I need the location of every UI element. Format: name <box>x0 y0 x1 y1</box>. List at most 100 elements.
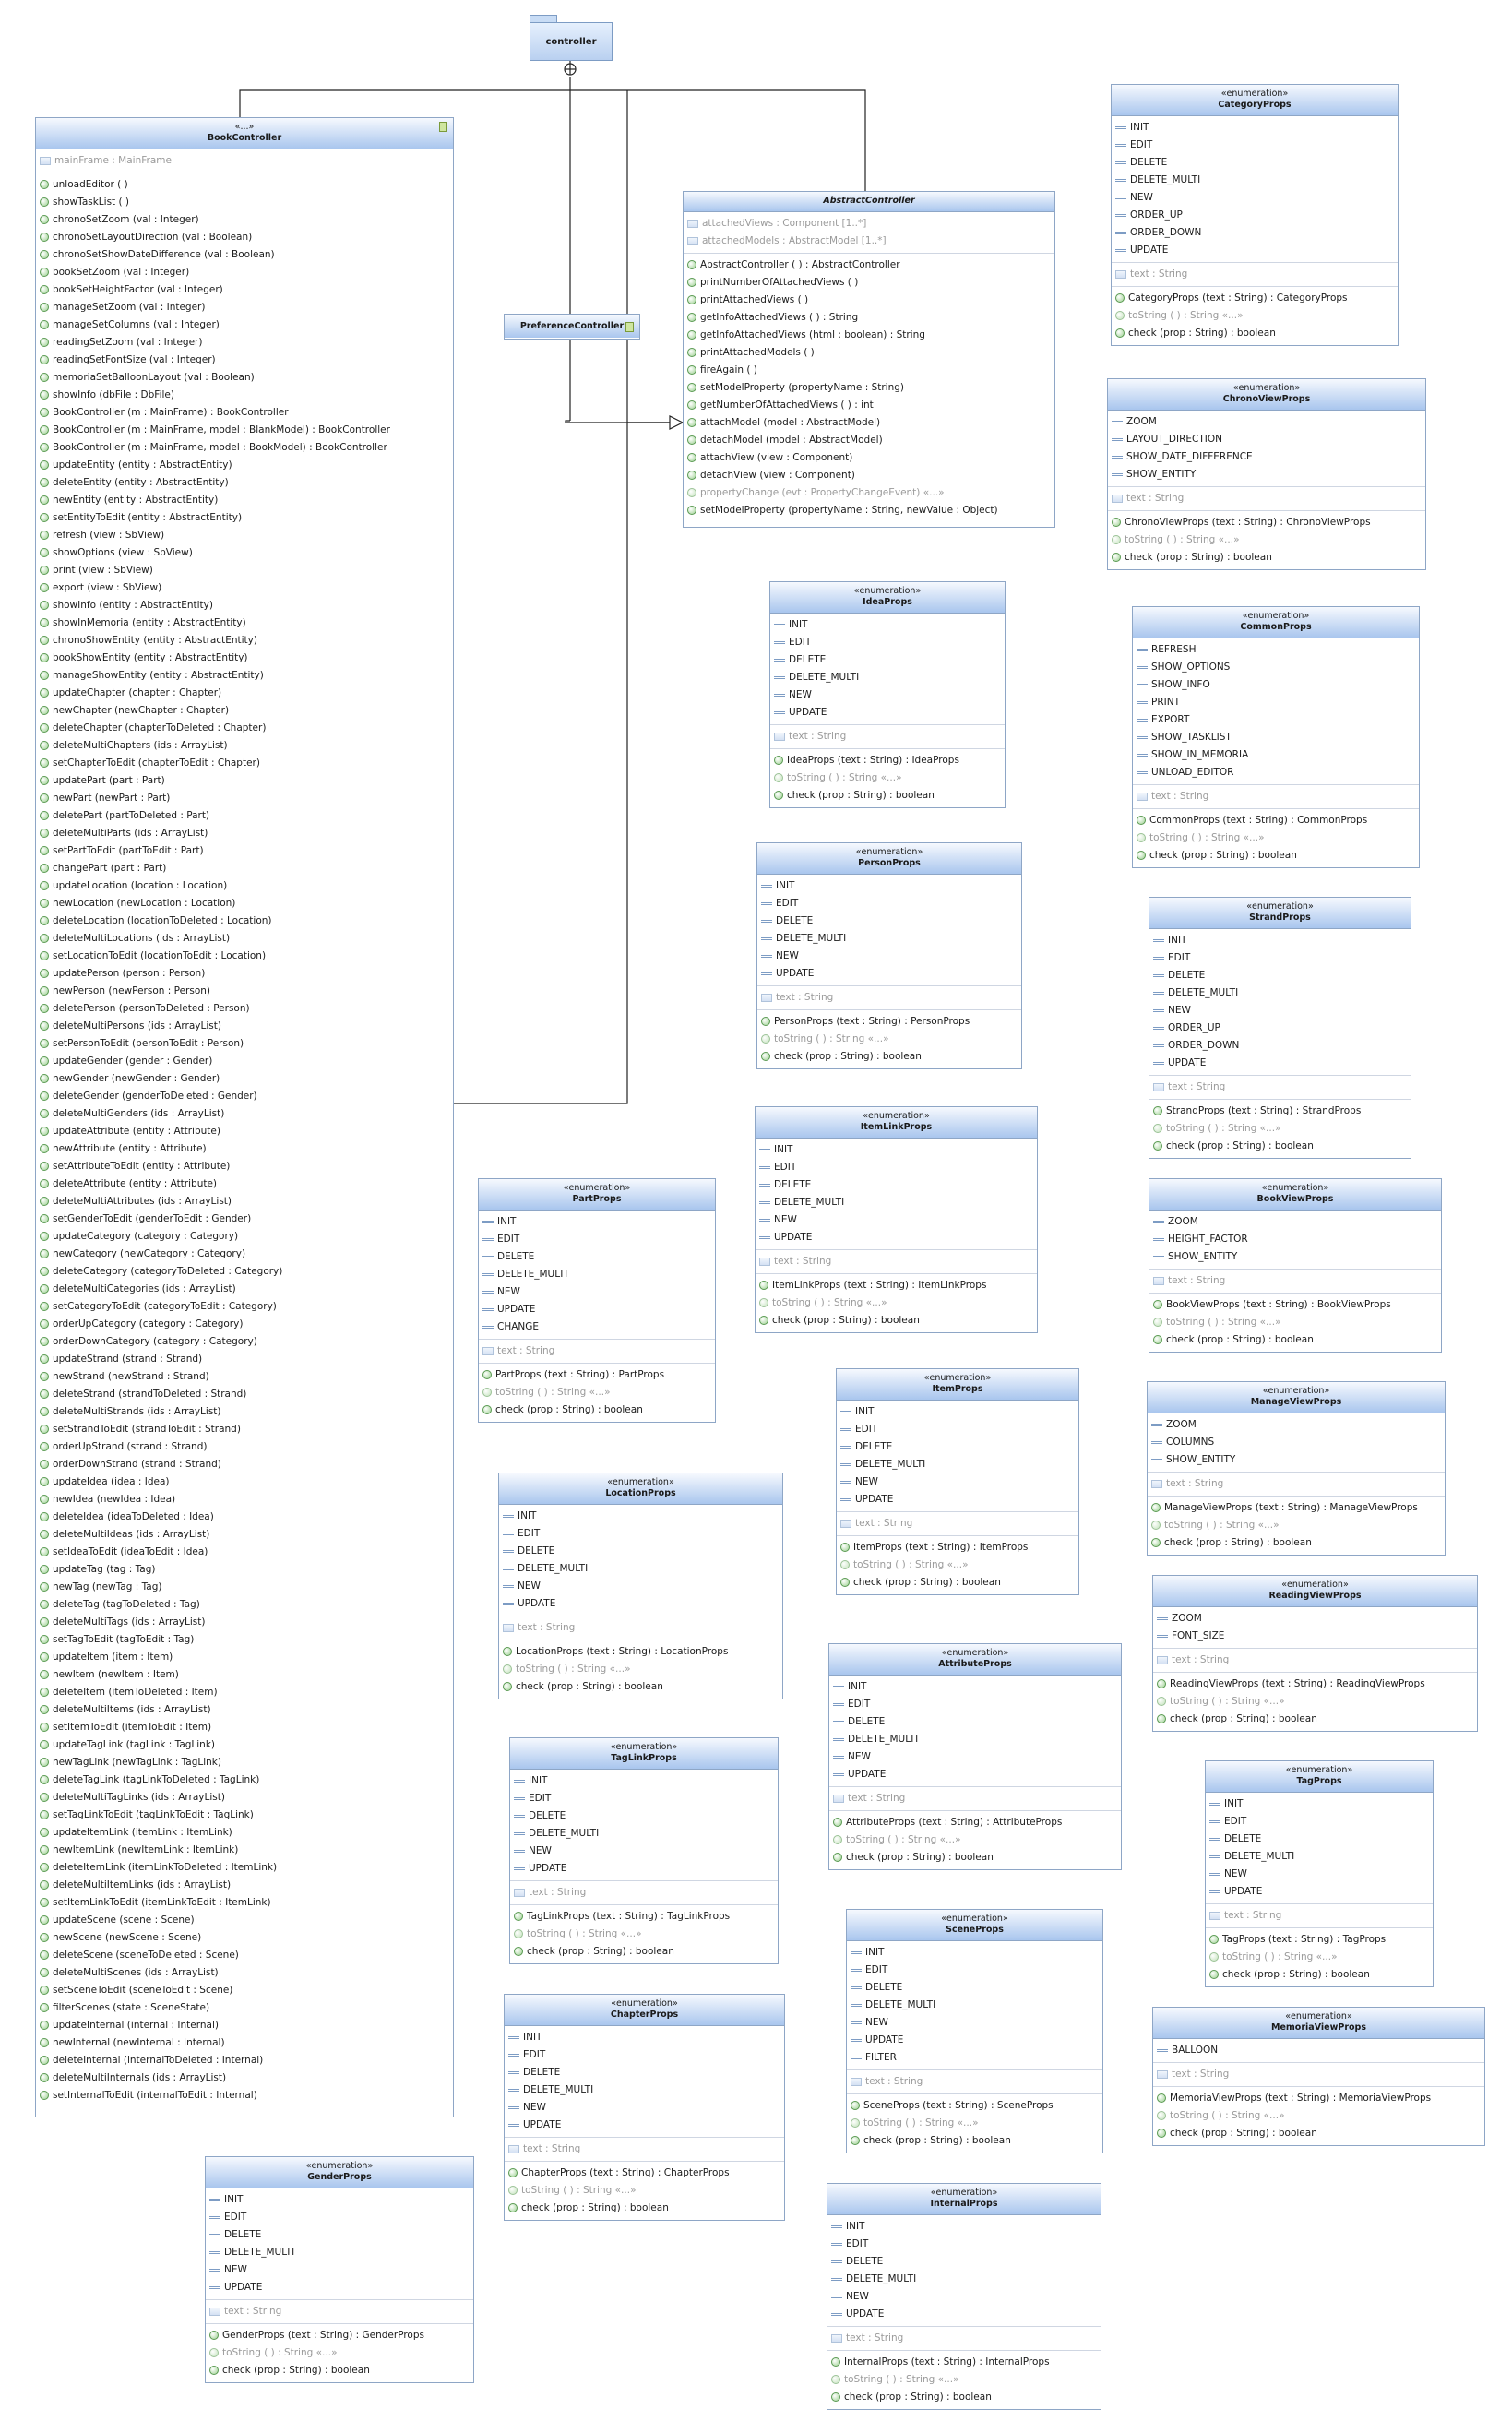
operation-row[interactable]: deleteMultiIdeas (ids : ArrayList) <box>36 1526 453 1544</box>
operation-row[interactable]: toString ( ) : String «...» <box>1112 307 1398 325</box>
operation-row[interactable]: check (prop : String) : boolean <box>1148 1534 1445 1552</box>
operation-row[interactable]: deleteScene (sceneToDeleted : Scene) <box>36 1947 453 1964</box>
operation-row[interactable]: setItemToEdit (itemToEdit : Item) <box>36 1719 453 1736</box>
operation-row[interactable]: setGenderToEdit (genderToEdit : Gender) <box>36 1210 453 1228</box>
operation-row[interactable]: updateItem (item : Item) <box>36 1649 453 1666</box>
constructor-row[interactable]: TagProps (text : String) : TagProps <box>1206 1931 1433 1949</box>
operation-row[interactable]: showInfo (dbFile : DbFile) <box>36 387 453 404</box>
operation-row[interactable]: attachModel (model : AbstractModel) <box>684 414 1054 432</box>
attribute-row[interactable]: text : String <box>510 1884 778 1902</box>
operation-row[interactable]: newScene (newScene : Scene) <box>36 1929 453 1947</box>
enum-literal[interactable]: ORDER_UP <box>1149 1020 1411 1037</box>
enum-literal[interactable]: UPDATE <box>499 1595 782 1613</box>
operation-row[interactable]: readingSetZoom (val : Integer) <box>36 334 453 352</box>
operation-row[interactable]: check (prop : String) : boolean <box>1206 1966 1433 1984</box>
package-controller[interactable]: controller <box>530 15 613 61</box>
enum-literal[interactable]: SHOW_INFO <box>1133 676 1419 694</box>
class-preference-controller[interactable]: PreferenceController <box>504 314 640 340</box>
operation-row[interactable]: updateGender (gender : Gender) <box>36 1053 453 1070</box>
operation-row[interactable]: toString ( ) : String «...» <box>1133 829 1419 847</box>
operation-row[interactable]: manageShowEntity (entity : AbstractEntit… <box>36 667 453 685</box>
operation-row[interactable]: setSceneToEdit (sceneToEdit : Scene) <box>36 1982 453 1999</box>
operation-row[interactable]: manageSetColumns (val : Integer) <box>36 316 453 334</box>
operation-row[interactable]: updateEntity (entity : AbstractEntity) <box>36 457 453 474</box>
operation-row[interactable]: deleteMultiTags (ids : ArrayList) <box>36 1614 453 1631</box>
operation-row[interactable]: check (prop : String) : boolean <box>206 2362 473 2379</box>
enum-literal[interactable]: UPDATE <box>847 2032 1102 2049</box>
enum-literal[interactable]: COLUMNS <box>1148 1434 1445 1451</box>
enum-literal[interactable]: DELETE <box>505 2064 784 2081</box>
operation-row[interactable]: updateItemLink (itemLink : ItemLink) <box>36 1824 453 1842</box>
attribute-row[interactable]: text : String <box>1112 266 1398 283</box>
operation-row[interactable]: deleteMultiItemLinks (ids : ArrayList) <box>36 1877 453 1894</box>
operation-row[interactable]: deleteItem (itemToDeleted : Item) <box>36 1684 453 1701</box>
operation-row[interactable]: toString ( ) : String «...» <box>499 1661 782 1678</box>
operation-row[interactable]: updatePerson (person : Person) <box>36 965 453 983</box>
enum-literal[interactable]: UPDATE <box>829 1766 1121 1783</box>
operation-row[interactable]: check (prop : String) : boolean <box>1153 1711 1477 1728</box>
enum-literal[interactable]: EDIT <box>847 1962 1102 1979</box>
operation-row[interactable]: setIdeaToEdit (ideaToEdit : Idea) <box>36 1544 453 1561</box>
constructor-row[interactable]: CategoryProps (text : String) : Category… <box>1112 290 1398 307</box>
operation-row[interactable]: bookShowEntity (entity : AbstractEntity) <box>36 650 453 667</box>
enum-literal[interactable]: UPDATE <box>479 1301 715 1318</box>
operation-row[interactable]: propertyChange (evt : PropertyChangeEven… <box>684 484 1054 502</box>
enum-literal[interactable]: INIT <box>1206 1795 1433 1813</box>
enum-literal[interactable]: INIT <box>757 877 1021 895</box>
enum-literal[interactable]: LAYOUT_DIRECTION <box>1108 431 1425 448</box>
enum-literal[interactable]: DELETE_MULTI <box>1206 1848 1433 1866</box>
enum-literal[interactable]: SHOW_OPTIONS <box>1133 659 1419 676</box>
operation-row[interactable]: memoriaSetBalloonLayout (val : Boolean) <box>36 369 453 387</box>
enum-literal[interactable]: DELETE <box>756 1176 1037 1194</box>
enum-literal[interactable]: NEW <box>847 2014 1102 2032</box>
enum-literal[interactable]: EDIT <box>757 895 1021 912</box>
enum-literal[interactable]: ZOOM <box>1153 1610 1477 1628</box>
attribute-row[interactable]: text : String <box>847 2073 1102 2091</box>
operation-row[interactable]: toString ( ) : String «...» <box>770 769 1005 787</box>
operation-row[interactable]: setStrandToEdit (strandToEdit : Strand) <box>36 1421 453 1438</box>
operation-row[interactable]: manageSetZoom (val : Integer) <box>36 299 453 316</box>
enum-literal[interactable]: SHOW_ENTITY <box>1148 1451 1445 1469</box>
operation-row[interactable]: deleteTagLink (tagLinkToDeleted : TagLin… <box>36 1771 453 1789</box>
constructor-row[interactable]: StrandProps (text : String) : StrandProp… <box>1149 1103 1411 1120</box>
operation-row[interactable]: updatePart (part : Part) <box>36 772 453 790</box>
operation-row[interactable]: setLocationToEdit (locationToEdit : Loca… <box>36 948 453 965</box>
enum-literal[interactable]: ORDER_UP <box>1112 207 1398 224</box>
enum-literal[interactable]: SHOW_ENTITY <box>1108 466 1425 483</box>
enum-literal[interactable]: NEW <box>827 2288 1101 2306</box>
operation-row[interactable]: setModelProperty (propertyName : String,… <box>684 502 1054 519</box>
operation-row[interactable]: setChapterToEdit (chapterToEdit : Chapte… <box>36 755 453 772</box>
operation-row[interactable]: toString ( ) : String «...» <box>1149 1314 1441 1331</box>
enum-literal[interactable]: EXPORT <box>1133 711 1419 729</box>
enum-literal[interactable]: NEW <box>756 1211 1037 1229</box>
attribute-row[interactable]: text : String <box>505 2141 784 2158</box>
class-book-controller[interactable]: «...» BookController mainFrame : MainFra… <box>35 117 454 2117</box>
attribute-row[interactable]: text : String <box>1149 1079 1411 1096</box>
attribute-row[interactable]: text : String <box>1148 1475 1445 1493</box>
constructor-row[interactable]: BookViewProps (text : String) : BookView… <box>1149 1296 1441 1314</box>
enum-literal[interactable]: DELETE <box>770 651 1005 669</box>
operation-row[interactable]: toString ( ) : String «...» <box>829 1831 1121 1849</box>
operation-row[interactable]: check (prop : String) : boolean <box>1153 2125 1484 2142</box>
attribute-row[interactable]: text : String <box>829 1790 1121 1807</box>
enum-literal[interactable]: EDIT <box>206 2209 473 2226</box>
operation-row[interactable]: getNumberOfAttachedViews ( ) : int <box>684 397 1054 414</box>
operation-row[interactable]: bookSetHeightFactor (val : Integer) <box>36 281 453 299</box>
enum-literal[interactable]: CHANGE <box>479 1318 715 1336</box>
operation-row[interactable]: updateIdea (idea : Idea) <box>36 1473 453 1491</box>
attribute-row[interactable]: text : String <box>1153 1652 1477 1669</box>
constructor-row[interactable]: ManageViewProps (text : String) : Manage… <box>1148 1499 1445 1517</box>
operation-row[interactable]: updateStrand (strand : Strand) <box>36 1351 453 1368</box>
enum-literal[interactable]: DELETE_MULTI <box>770 669 1005 686</box>
operation-row[interactable]: check (prop : String) : boolean <box>756 1312 1037 1330</box>
operation-row[interactable]: updateTag (tag : Tag) <box>36 1561 453 1579</box>
operation-row[interactable]: check (prop : String) : boolean <box>770 787 1005 805</box>
operation-row[interactable]: toString ( ) : String «...» <box>1149 1120 1411 1138</box>
constructor-row[interactable]: ReadingViewProps (text : String) : Readi… <box>1153 1676 1477 1693</box>
